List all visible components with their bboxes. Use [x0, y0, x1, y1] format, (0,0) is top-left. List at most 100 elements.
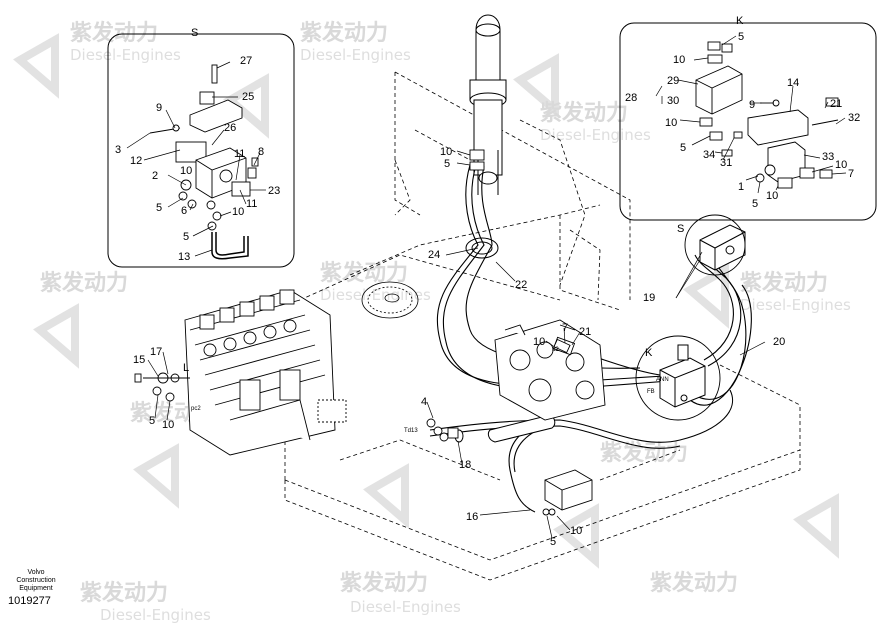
- plate-label-fb: FB: [647, 389, 655, 395]
- valve-assembly-s: [699, 224, 746, 271]
- callout-10: 10: [162, 419, 174, 431]
- plate-label-pc2: pc2: [191, 406, 201, 412]
- watermark-sub: Diesel-Engines: [300, 46, 411, 64]
- callout-9: 9: [156, 102, 162, 114]
- callout-28: 28: [625, 92, 637, 104]
- callout-7: 7: [562, 322, 568, 334]
- callout-23: 23: [268, 185, 280, 197]
- inset-s: [107, 33, 295, 268]
- callout-11: 11: [246, 198, 257, 210]
- callout-5: 5: [156, 202, 162, 214]
- valve-assembly-k: [659, 344, 706, 408]
- callout-5: 5: [680, 142, 686, 154]
- hose-protective-sleeve: [454, 414, 556, 443]
- plate-labels: ANN FB pc2 Td13 a2: [191, 347, 669, 434]
- callout-15: 15: [133, 354, 145, 366]
- plate-label-a2: a2: [552, 347, 559, 353]
- callout-7: 7: [848, 168, 854, 180]
- callout-10: 10: [440, 146, 452, 158]
- detail-letter-s: S: [677, 223, 684, 235]
- callout-9: 9: [749, 99, 755, 111]
- callout-5: 5: [183, 231, 189, 243]
- callout-33: 33: [822, 151, 834, 163]
- callout-18: 18: [459, 459, 471, 471]
- callout-10: 10: [232, 206, 244, 218]
- fitting-group-swing: [553, 338, 571, 354]
- inset-k: [619, 22, 877, 221]
- drawing-number: 1019277: [8, 595, 51, 607]
- callout-5: 5: [738, 31, 744, 43]
- watermark-brand: 紫发动力: [80, 580, 168, 606]
- callout-24: 24: [428, 249, 440, 261]
- watermark-sub: Diesel-Engines: [540, 126, 651, 144]
- inset-k-title: K: [736, 15, 744, 27]
- callout-25: 25: [242, 91, 254, 103]
- main-callouts: 10 5 24 22 7 21 10 19 20 15 17 5 10 4 18…: [133, 146, 785, 548]
- inset-k-callouts: 5 10 29 28 30 14 9 21 32 10 5 34 31 33 1…: [625, 31, 860, 210]
- detail-circle-k: [635, 335, 721, 421]
- watermark-brand: 紫发动力: [740, 270, 828, 296]
- watermark-sub: Diesel-Engines: [70, 46, 181, 64]
- callout-32: 32: [848, 112, 860, 124]
- callout-22: 22: [515, 279, 527, 291]
- watermark-brand: 紫发动力: [650, 570, 738, 596]
- callout-10: 10: [673, 54, 685, 66]
- watermark-layer: 紫发动力 Diesel-Engines 紫发动力 Diesel-Engines …: [13, 20, 851, 624]
- watermark-brand: 紫发动力: [300, 20, 388, 46]
- callout-13: 13: [178, 251, 190, 263]
- callout-20: 20: [773, 336, 785, 348]
- detail-letter-k: K: [645, 347, 653, 359]
- document-footer: Volvo Construction Equipment 1019277: [8, 569, 64, 607]
- fitting-group-td13: [426, 418, 459, 442]
- callout-11: 11: [234, 148, 245, 160]
- callout-27: 27: [240, 55, 252, 67]
- manufacturer-line-1: Volvo Construction: [16, 569, 56, 584]
- inset-s-callouts: 27 25 9 3 12 26 8 2 11 10 23 5 6 11 5 10…: [115, 55, 280, 263]
- callout-10: 10: [180, 165, 192, 177]
- dipper-arm-outline: [394, 119, 601, 301]
- hose-13-loop: [211, 232, 249, 260]
- callout-5: 5: [752, 198, 758, 210]
- watermark-brand: 紫发动力: [540, 100, 628, 126]
- leader-lines: [126, 35, 847, 539]
- callout-5: 5: [149, 415, 155, 427]
- callout-31: 31: [720, 157, 732, 169]
- watermark-brand: 紫发动力: [320, 260, 408, 286]
- fitting-group-left: [134, 372, 190, 402]
- callout-5: 5: [550, 536, 556, 548]
- fitting-group-boom: [469, 149, 485, 171]
- callout-30: 30: [667, 95, 679, 107]
- callout-3: 3: [115, 144, 121, 156]
- watermark-sub: Diesel-Engines: [100, 606, 211, 624]
- callout-10: 10: [835, 159, 847, 171]
- callout-6: 6: [181, 205, 187, 217]
- callout-4: 4: [421, 396, 427, 408]
- callout-26: 26: [224, 122, 236, 134]
- watermark-brand: 紫发动力: [600, 440, 688, 466]
- callout-8: 8: [258, 146, 264, 158]
- callout-29: 29: [667, 75, 679, 87]
- callout-21: 21: [579, 326, 591, 338]
- watermark-brand: 紫发动力: [340, 570, 428, 596]
- callout-1: 1: [738, 181, 744, 193]
- callout-16: 16: [466, 511, 478, 523]
- callout-10: 10: [665, 117, 677, 129]
- callout-19: 19: [643, 292, 655, 304]
- callout-2: 2: [152, 170, 158, 182]
- plate-label-ann: ANN: [656, 377, 669, 383]
- detail-letter-l: L: [183, 362, 189, 374]
- detail-circle-s: [684, 214, 746, 276]
- manufacturer-label: Volvo Construction Equipment: [8, 569, 64, 593]
- callout-10: 10: [533, 336, 545, 348]
- pilot-block-bottom: [542, 469, 593, 516]
- manufacturer-line-2: Equipment: [19, 585, 53, 592]
- callout-10: 10: [766, 190, 778, 202]
- plate-label-td13: Td13: [404, 428, 418, 434]
- callout-21: 21: [830, 98, 842, 110]
- callout-5: 5: [444, 158, 450, 170]
- callout-17: 17: [150, 346, 162, 358]
- inset-s-title: S: [191, 27, 198, 39]
- callout-10: 10: [570, 525, 582, 537]
- watermark-logo-icon: [13, 33, 839, 569]
